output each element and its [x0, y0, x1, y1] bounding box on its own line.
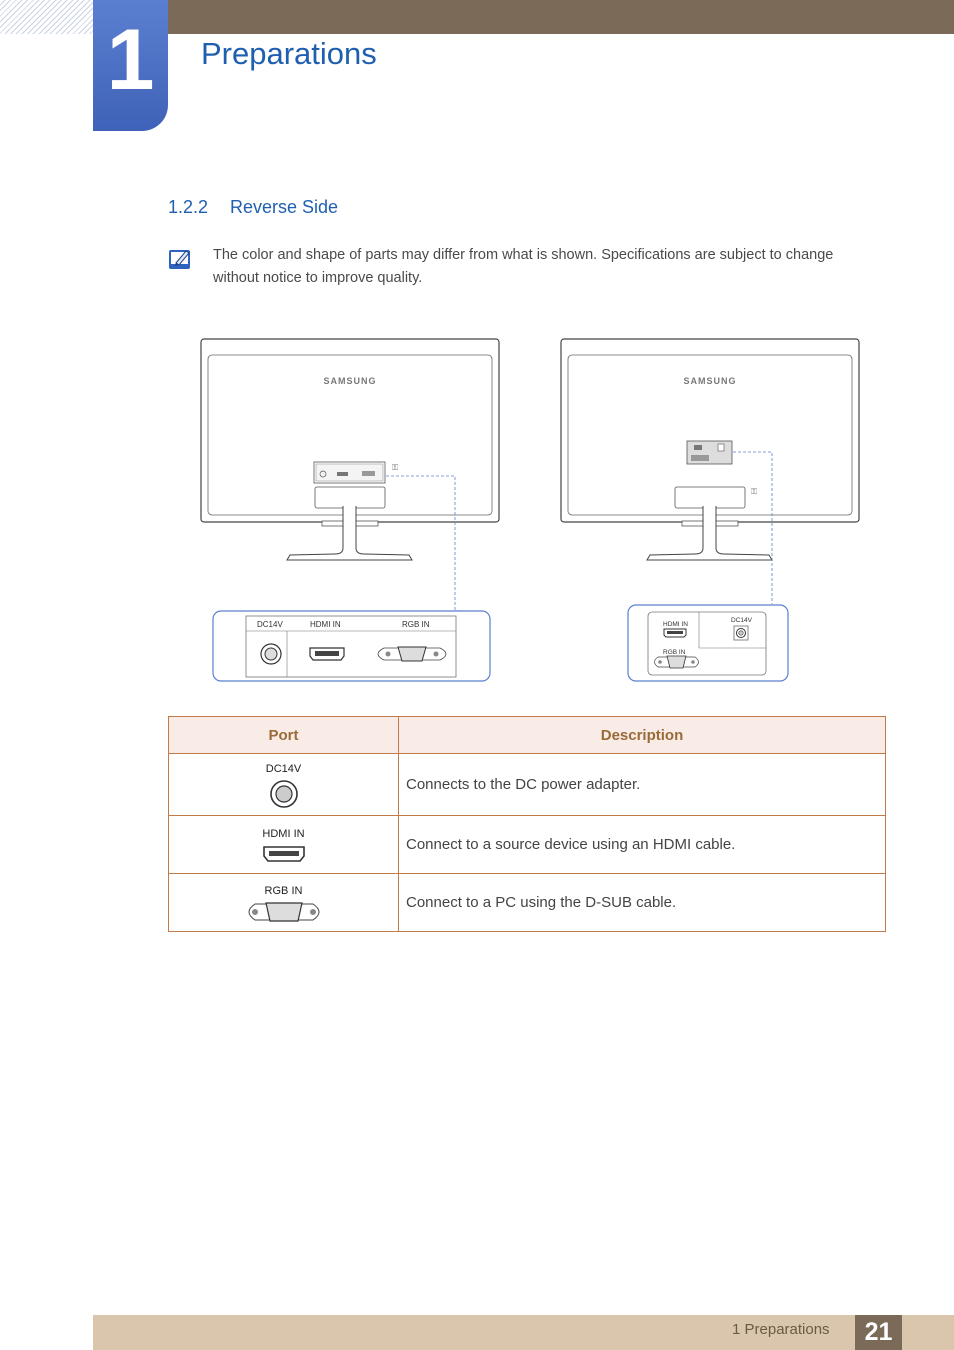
- monitor-rear-illustration: SAMSUNG ⚿ DC14V HDMI IN RGB IN SAMSUNG: [200, 338, 860, 682]
- port-label: HDMI IN: [262, 827, 305, 840]
- svg-text:⚿: ⚿: [392, 463, 398, 472]
- svg-text:RGB IN: RGB IN: [402, 620, 430, 629]
- description-cell: Connect to a source device using an HDMI…: [398, 815, 886, 874]
- header-bar: [168, 0, 954, 34]
- vga-port-icon: [248, 901, 319, 922]
- table-row: HDMI IN Connect to a source device using…: [168, 815, 886, 874]
- right-port-callout: HDMI IN DC14V RGB IN: [627, 604, 789, 682]
- port-column-header: Port: [168, 716, 399, 754]
- port-cell: DC14V: [168, 753, 399, 816]
- section-number: 1.2.2: [168, 197, 209, 217]
- footer-bar: [93, 1315, 954, 1350]
- chapter-number-tab: [93, 0, 168, 131]
- chapter-title: Preparations: [201, 36, 377, 71]
- table-row: RGB IN Connect to a PC using the D-SUB c…: [168, 873, 886, 932]
- left-brand-logo: SAMSUNG: [323, 376, 376, 386]
- note-text: The color and shape of parts may differ …: [213, 247, 834, 286]
- table-header-row: Port Description: [168, 716, 886, 754]
- left-port-callout: DC14V HDMI IN RGB IN: [212, 610, 491, 682]
- right-monitor-back: SAMSUNG ⚿: [560, 338, 860, 561]
- note-pencil-icon: [169, 250, 190, 269]
- port-description-table: Port Description DC14V Connects to the D…: [168, 716, 886, 932]
- svg-text:RGB IN: RGB IN: [663, 649, 686, 656]
- port-label: DC14V: [265, 762, 302, 775]
- section-heading: 1.2.2 Reverse Side: [168, 195, 338, 219]
- svg-text:HDMI IN: HDMI IN: [310, 620, 341, 629]
- section-title: Reverse Side: [230, 197, 339, 217]
- dc-power-port-icon: [269, 779, 298, 808]
- svg-text:DC14V: DC14V: [257, 620, 283, 629]
- left-monitor-back: SAMSUNG ⚿: [200, 338, 500, 561]
- description-column-header: Description: [398, 716, 886, 754]
- hdmi-port-icon: [262, 845, 305, 862]
- right-brand-logo: SAMSUNG: [683, 376, 736, 386]
- description-cell: Connects to the DC power adapter.: [398, 753, 886, 816]
- port-cell: RGB IN: [168, 873, 399, 932]
- svg-text:HDMI IN: HDMI IN: [663, 621, 688, 628]
- page-number: 21: [855, 1315, 902, 1350]
- footer-chapter-label: 1 Preparations: [732, 1321, 830, 1338]
- port-label: RGB IN: [264, 884, 303, 897]
- table-row: DC14V Connects to the DC power adapter.: [168, 753, 886, 816]
- port-cell: HDMI IN: [168, 815, 399, 874]
- header-hatch-decoration: [0, 0, 93, 34]
- svg-text:DC14V: DC14V: [731, 617, 753, 624]
- svg-text:⚿: ⚿: [751, 487, 757, 496]
- description-cell: Connect to a PC using the D-SUB cable.: [398, 873, 886, 932]
- chapter-number: 1: [106, 12, 155, 108]
